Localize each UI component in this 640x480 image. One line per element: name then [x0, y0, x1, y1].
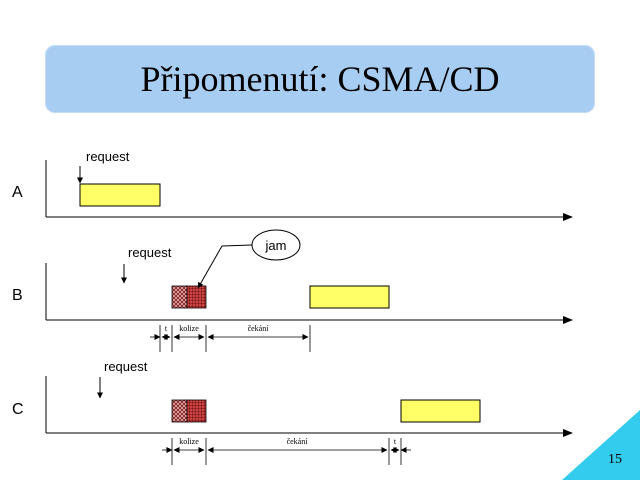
row-c-frame [400, 399, 481, 423]
row-b-frame [309, 285, 390, 309]
row-c-cekani-label: čekání [287, 437, 309, 446]
row-c-collision-jam [186, 399, 207, 423]
row-a-request-label: request [86, 149, 130, 164]
slide-title: Připomenutí: CSMA/CD [140, 59, 500, 99]
row-b-timing: t kolize čekání [150, 324, 311, 352]
row-b-collision-jam [186, 285, 207, 309]
slide-number: 15 [608, 452, 622, 467]
corner-triangle [562, 410, 640, 480]
row-c-timing: kolize čekání t [162, 437, 411, 465]
row-a-label: A [12, 184, 23, 201]
jam-callout-leader [221, 244, 253, 247]
row-b-t-label: t [165, 324, 168, 333]
row-a: A request [12, 149, 573, 221]
row-c: C request kolize čekání t [12, 359, 573, 465]
row-c-request-label: request [104, 359, 148, 374]
title-banner: Připomenutí: CSMA/CD [45, 45, 595, 113]
row-b: B request jam t kolize čekání [12, 229, 573, 352]
row-b-request-label: request [128, 245, 172, 260]
row-c-t-label: t [394, 437, 397, 446]
jam-callout-label: jam [265, 238, 287, 253]
row-b-collision-own [171, 285, 188, 309]
row-b-label: B [12, 287, 23, 304]
row-b-kolize-label: kolize [179, 324, 199, 333]
row-b-cekani-label: čekání [248, 324, 270, 333]
row-a-frame [79, 183, 161, 207]
row-c-collision-own [171, 399, 188, 423]
row-c-kolize-label: kolize [179, 437, 199, 446]
row-c-label: C [12, 401, 24, 418]
jam-callout-arrow [197, 245, 223, 289]
